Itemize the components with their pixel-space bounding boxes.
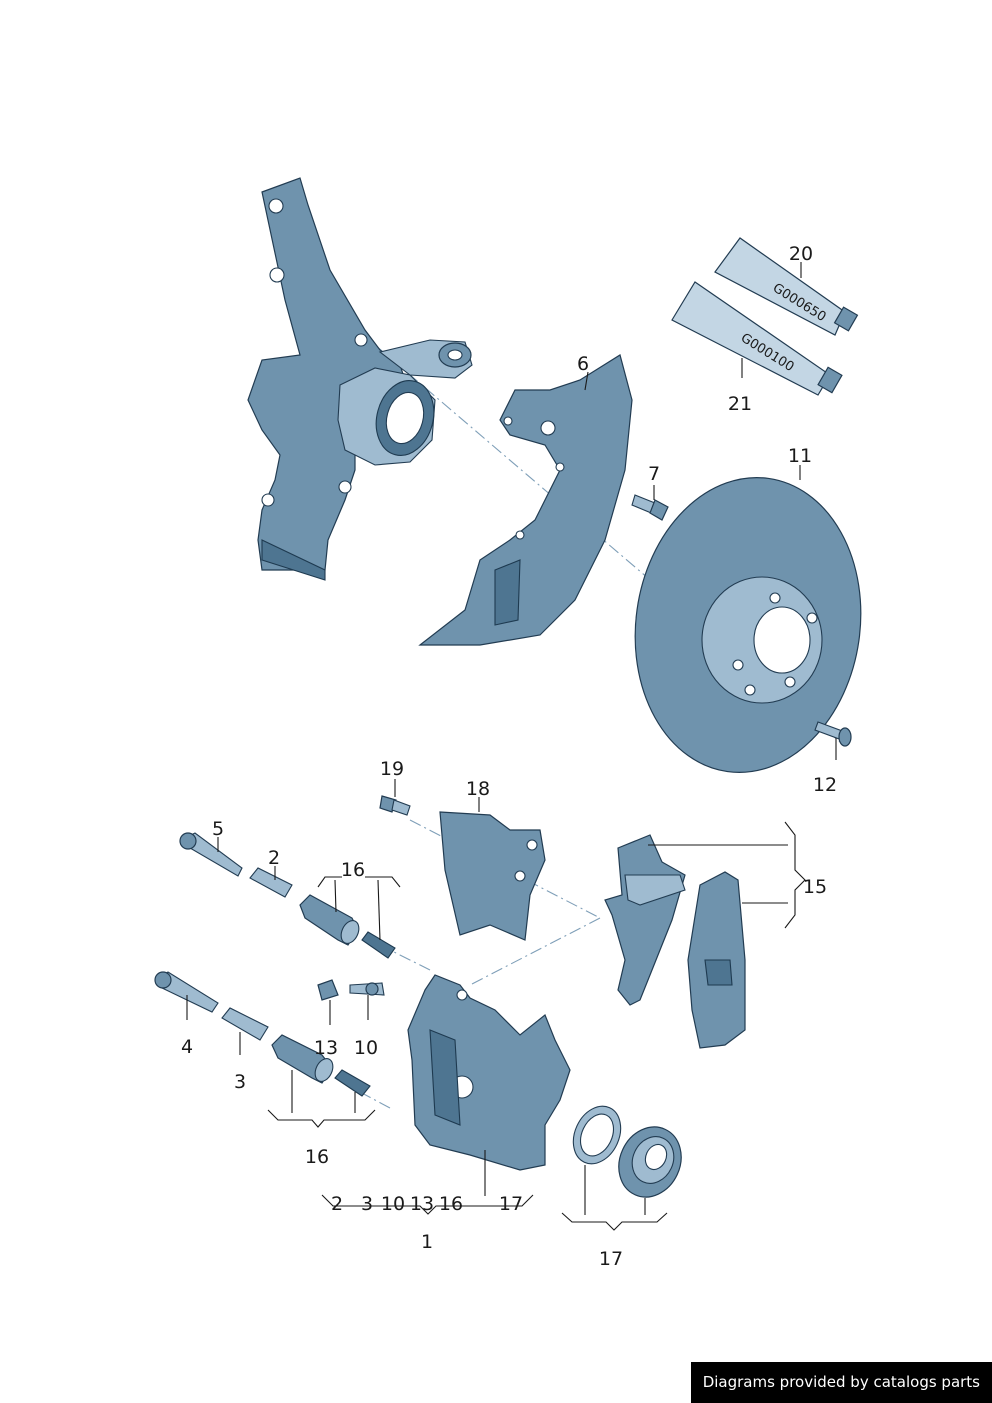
brake-caliper [407,974,571,1171]
callout-13-group: 13 [410,1193,434,1215]
leader-lines [186,262,837,1231]
boot-17 [618,1126,682,1198]
callout-3-lower: 3 [234,1071,246,1093]
sleeve-16-upper [361,931,396,959]
guide-bush-16-lower [271,1034,334,1084]
callout-21: 21 [728,393,752,415]
callout-16-upper: 16 [341,859,365,881]
sleeve-16-lower [334,1069,371,1097]
callout-2-upper: 2 [268,847,280,869]
callout-12: 12 [813,774,837,796]
bleeder-10 [349,982,385,996]
callout-1: 1 [421,1231,433,1253]
callout-16-lower: 16 [305,1146,329,1168]
callout-19: 19 [380,758,404,780]
callout-17: 17 [599,1248,623,1270]
seal-ring-17 [572,1105,622,1165]
bolt-5 [179,832,243,877]
steering-knuckle [247,177,473,581]
brake-pads [604,834,746,1049]
callout-11: 11 [788,445,812,467]
bolt-4 [154,971,219,1013]
callout-7: 7 [648,463,660,485]
guide-bush-16-upper [299,894,360,946]
callout-10-group: 10 [381,1193,405,1215]
callout-2-group: 2 [331,1193,343,1215]
callout-16-group: 16 [439,1193,463,1215]
callout-17-group: 17 [499,1193,523,1215]
callout-4: 4 [181,1036,193,1058]
grease-tube-20: G000650 [714,237,859,336]
cap-13 [317,979,339,1001]
bolt-7 [631,494,669,521]
brake-disc [634,477,862,773]
screw-12 [814,721,852,747]
pad-spring [439,811,546,941]
guide-pin-3 [221,1007,269,1041]
guide-pin-2 [249,867,293,898]
watermark-banner: Diagrams provided by catalogs parts [690,1362,992,1403]
grease-tube-21: G000100 [671,281,843,396]
callout-15: 15 [803,876,827,898]
callout-10-upper: 10 [354,1037,378,1059]
callout-labels: 6 7 11 20 21 12 19 18 5 2 16 15 4 13 10 … [181,243,837,1270]
callout-5: 5 [212,818,224,840]
callout-20: 20 [789,243,813,265]
bolt-19 [379,795,411,816]
callout-3-group: 3 [361,1193,373,1215]
callout-6: 6 [577,353,589,375]
callout-18: 18 [466,778,490,800]
splash-plate [418,354,633,646]
callout-13-upper: 13 [314,1037,338,1059]
